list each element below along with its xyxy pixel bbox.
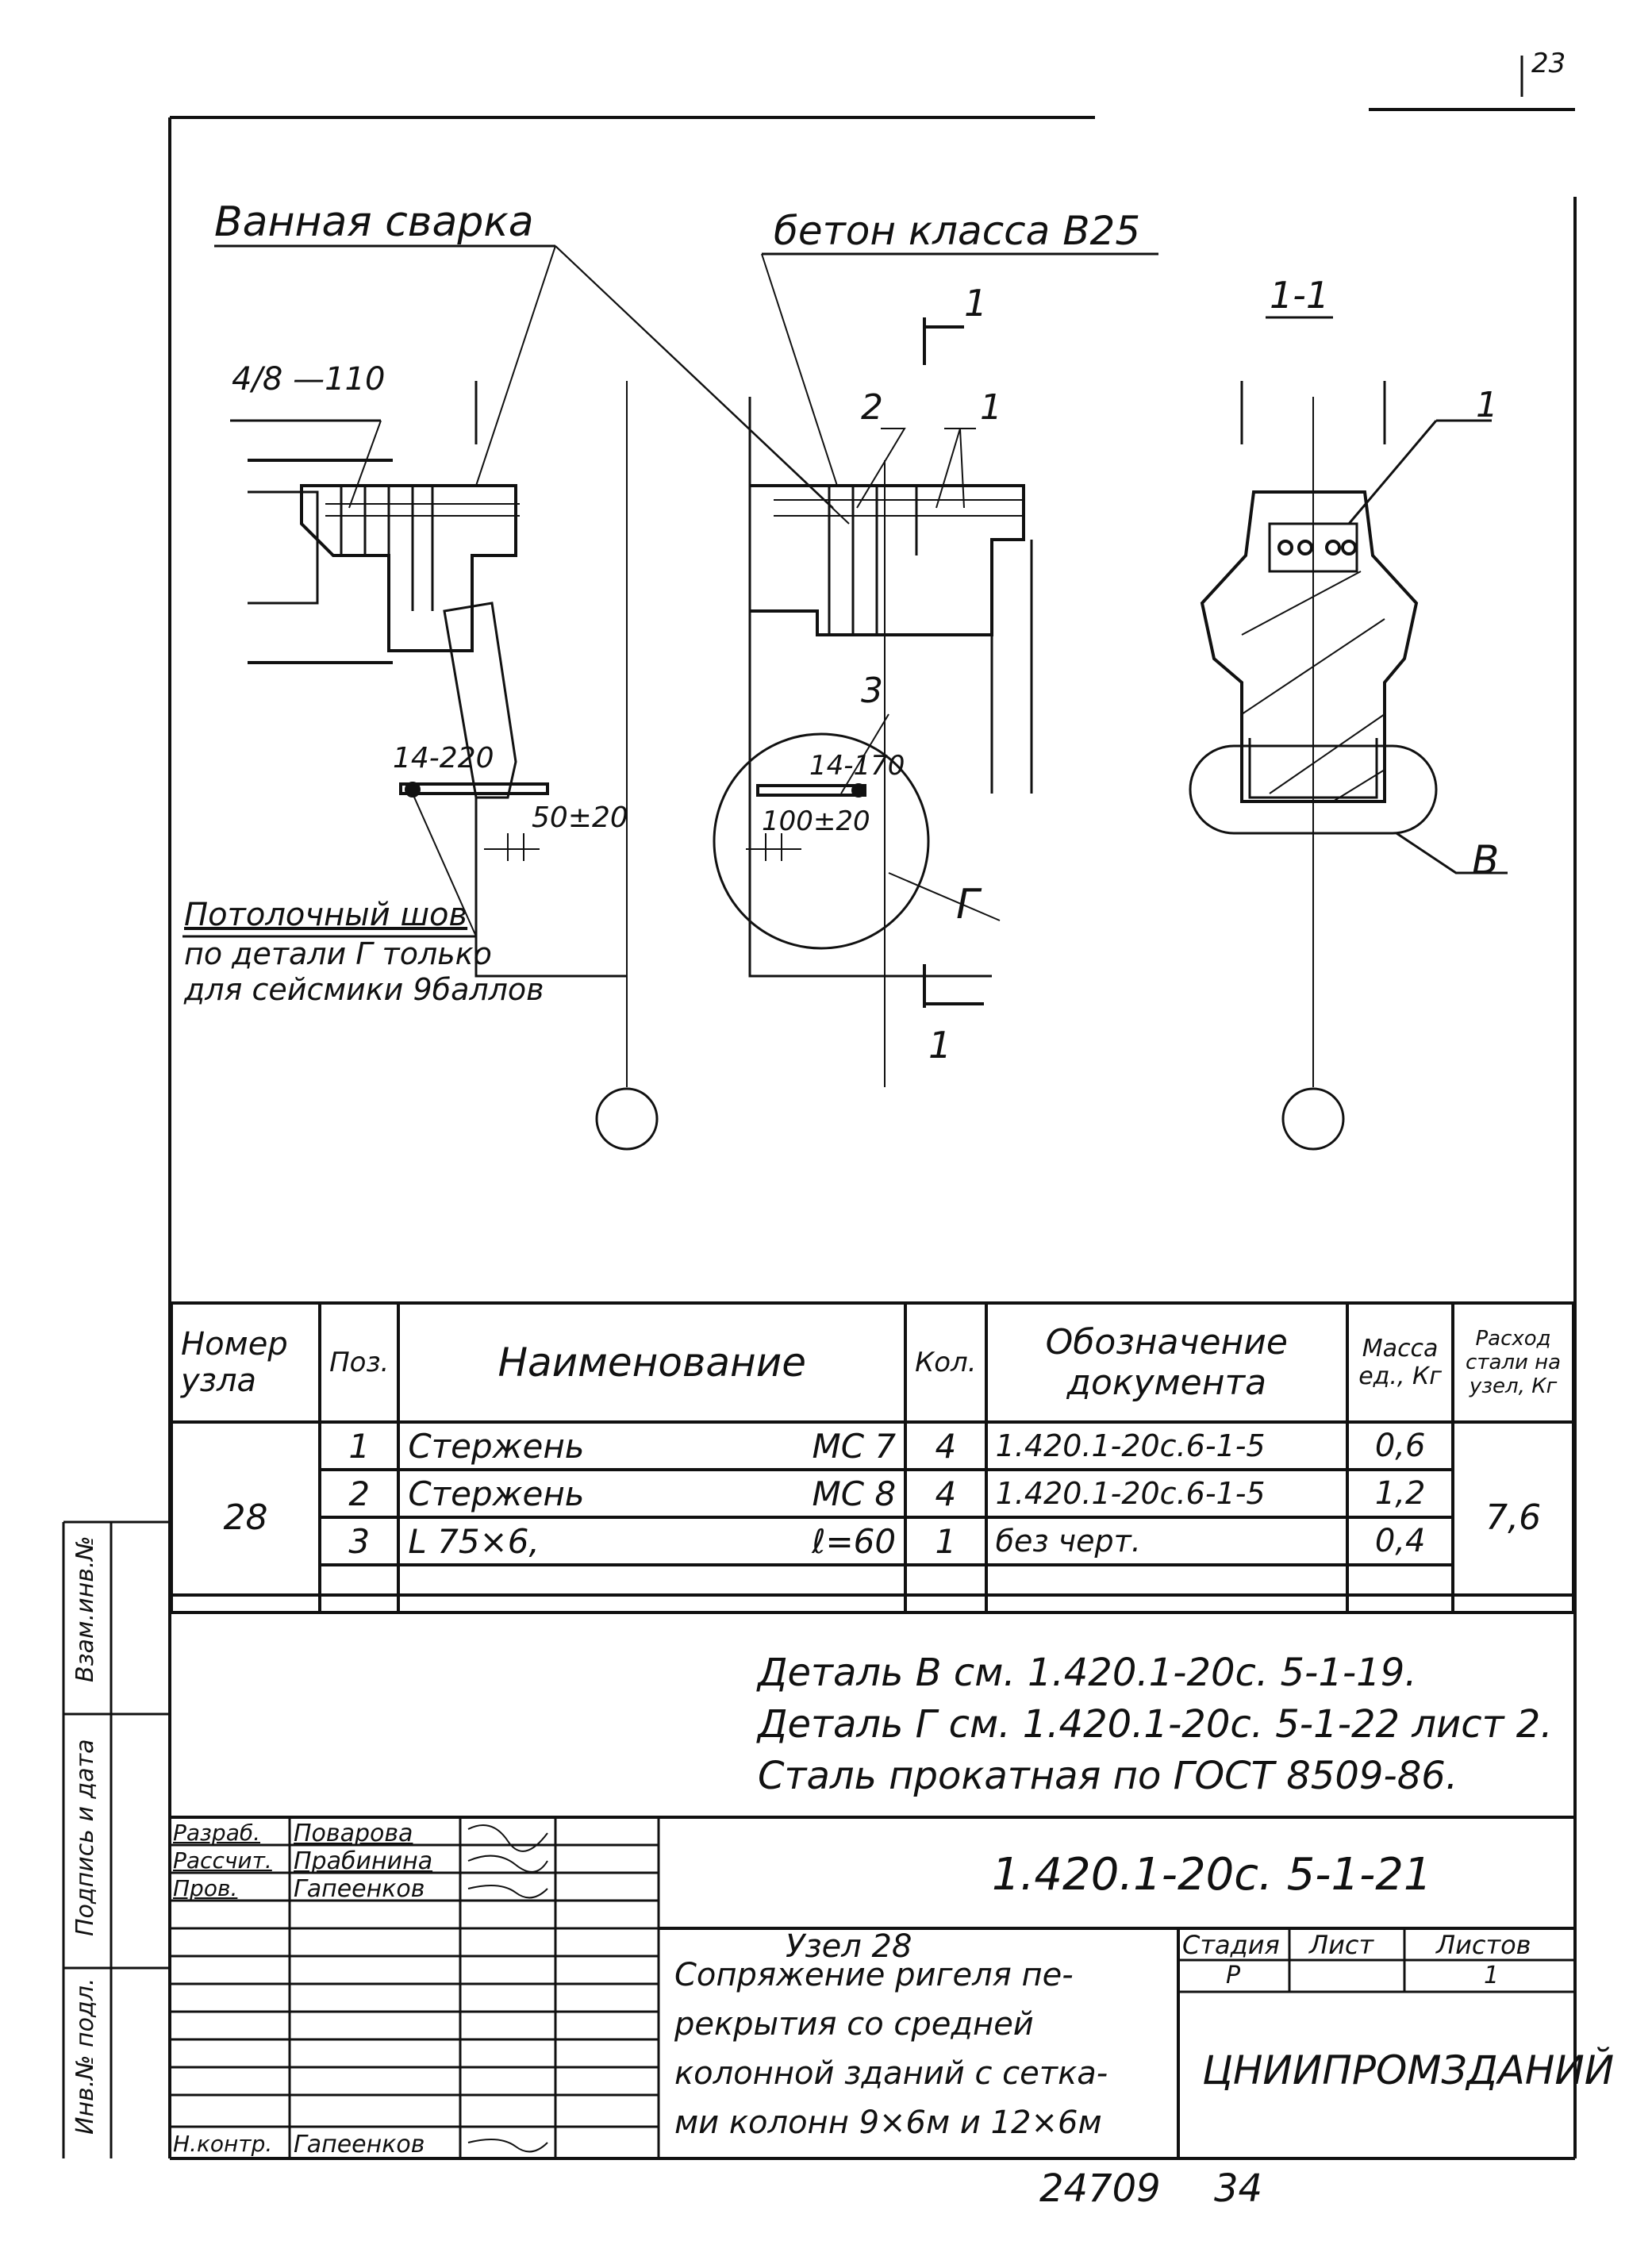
header-steel: Расход стали на узел, Кг: [1451, 1301, 1575, 1424]
node-number: 28: [169, 1420, 322, 1614]
name-checked: Гапеенков: [294, 1875, 425, 1903]
signature-1: [467, 1824, 548, 1852]
note-line-2: по детали Г только: [184, 936, 492, 971]
row-qty: 1: [904, 1516, 988, 1566]
label-section-mark-bottom: 1: [928, 1024, 952, 1067]
header-node: Номер узла: [169, 1301, 322, 1424]
signature-3: [467, 1885, 548, 1899]
title-line-5: ми колонн 9×6м и 12×6м: [674, 2104, 1102, 2141]
label-concrete: бетон класса В25: [774, 208, 1141, 254]
organization: ЦНИИПРОМЗДАНИЙ: [1202, 2047, 1615, 2093]
header-doc: Обозначение документа: [984, 1301, 1350, 1424]
header-qty: Кол.: [904, 1301, 988, 1424]
note-1: Деталь В см. 1.420.1-20с. 5-1-19.: [758, 1651, 1417, 1695]
label-section-mark-top: 1: [964, 282, 988, 325]
role-calculated: Рассчит.: [173, 1847, 272, 1874]
row-mass: 0,4: [1346, 1516, 1455, 1566]
signature-4: [467, 2139, 548, 2153]
label-dim-mid: 100±20: [762, 805, 870, 837]
side-label-replace: Взам.инв.№: [71, 1536, 99, 1682]
note-3: Сталь прокатная по ГОСТ 8509-86.: [758, 1754, 1458, 1798]
label-section: 1-1: [1270, 274, 1330, 317]
title-line-3: рекрытия со средней: [674, 2006, 1034, 2043]
label-weld-bottom-left: 14-220: [393, 742, 494, 775]
row-mass: 0,6: [1346, 1420, 1455, 1471]
sheet-label: Лист: [1309, 1930, 1374, 1960]
row-pos: 1: [318, 1420, 401, 1471]
row-mass: 1,2: [1346, 1468, 1455, 1519]
role-developer: Разраб.: [173, 1820, 261, 1846]
label-weld-spec-left: 4/8 —110: [232, 361, 386, 398]
sheets-label: Листов: [1436, 1930, 1531, 1960]
note-line-3: для сейсмики 9баллов: [184, 972, 544, 1007]
stage-label: Стадия: [1182, 1930, 1280, 1960]
label-pos-1: 1: [980, 387, 1002, 428]
label-detail-g: Г: [956, 881, 979, 928]
role-checked: Пров.: [173, 1875, 238, 1901]
label-pos-3: 3: [861, 671, 883, 711]
row-pos: 3: [318, 1516, 401, 1566]
label-weld-bath: Ванная сварка: [214, 198, 534, 246]
row-name: L 75×6,ℓ=60: [397, 1516, 908, 1566]
note-2: Деталь Г см. 1.420.1-20с. 5-1-22 лист 2.: [758, 1702, 1553, 1747]
row-doc: 1.420.1-20с.6-1-5: [984, 1420, 1350, 1471]
header-pos: Поз.: [318, 1301, 401, 1424]
name-calculated: Прабинина: [294, 1847, 433, 1875]
title-line-4: колонной зданий с сетка-: [674, 2055, 1108, 2092]
side-label-inv: Инв.№ подл.: [71, 1978, 99, 2135]
footer-page: 34: [1214, 2166, 1263, 2211]
name-developer: Поварова: [294, 1820, 413, 1847]
note-line-1: Потолочный шов: [184, 897, 468, 933]
row-doc: без черт.: [984, 1516, 1350, 1566]
title-line-1: Узел 28: [786, 1928, 912, 1965]
name-norm-control: Гапеенков: [294, 2131, 425, 2158]
row-doc: 1.420.1-20с.6-1-5: [984, 1468, 1350, 1519]
steel-total: 7,6: [1451, 1420, 1575, 1614]
signature-2: [467, 1855, 548, 1873]
row-qty: 4: [904, 1468, 988, 1519]
label-weld-bottom-mid: 14-170: [809, 750, 905, 782]
label-pos-2: 2: [861, 387, 883, 428]
side-label-signature: Подпись и дата: [71, 1739, 99, 1937]
row-qty: 4: [904, 1420, 988, 1471]
header-mass: Масса ед., Кг: [1346, 1301, 1455, 1424]
spec-table: Номер узла Поз. Наименование Кол. Обозна…: [169, 1301, 1575, 1614]
label-detail-v: В: [1472, 837, 1500, 883]
page-number: 23: [1531, 48, 1566, 79]
label-dim-left: 50±20: [532, 801, 628, 834]
title-line-2: Сопряжение ригеля пе-: [674, 1957, 1074, 1993]
designation: 1.420.1-20с. 5-1-21: [992, 1849, 1432, 1901]
header-name: Наименование: [397, 1301, 908, 1424]
role-norm-control: Н.контр.: [173, 2131, 273, 2157]
row-pos: 2: [318, 1468, 401, 1519]
stage-value: Р: [1226, 1962, 1241, 1989]
sheets-value: 1: [1484, 1962, 1500, 1989]
archive-number: 24709: [1039, 2166, 1161, 2211]
label-section-pos-1: 1: [1476, 385, 1498, 425]
